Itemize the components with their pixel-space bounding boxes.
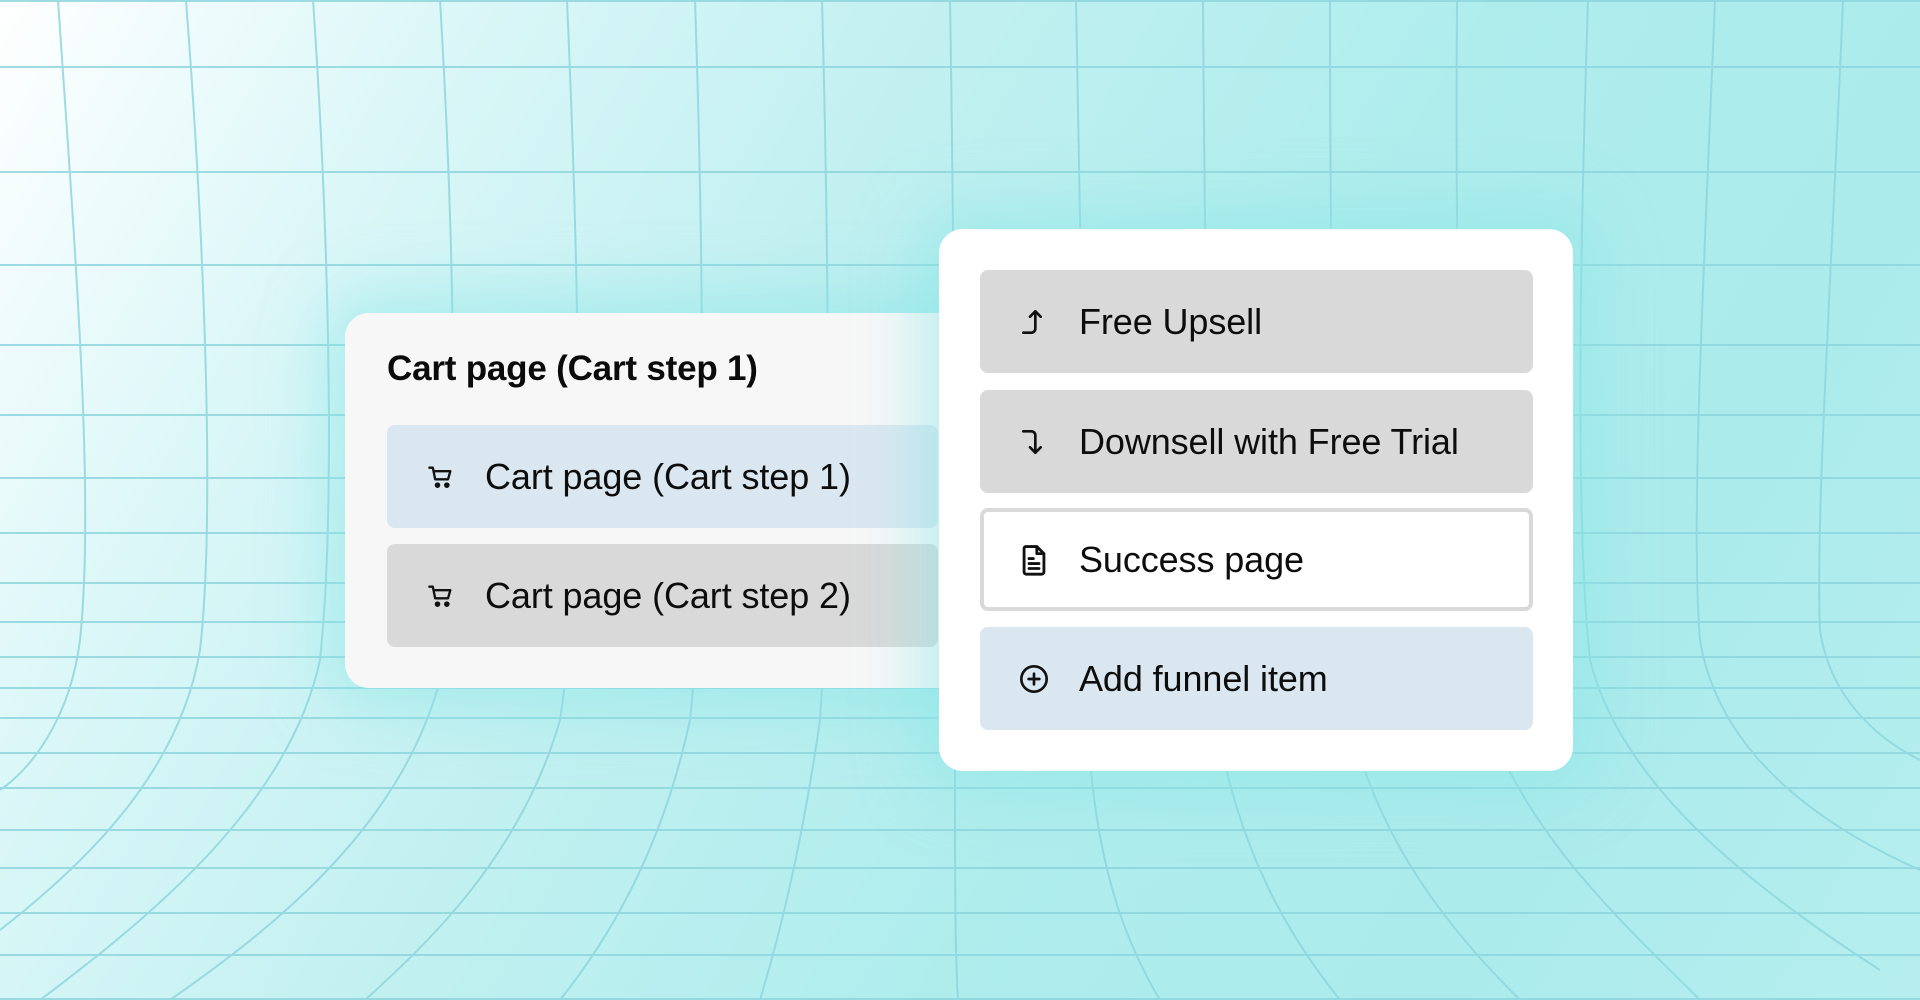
panel-title: Cart page (Cart step 1) (387, 349, 758, 388)
funnel-item-label: Cart page (Cart step 1) (485, 455, 851, 497)
shopping-cart-icon (423, 578, 459, 614)
add-funnel-item-button[interactable]: Add funnel item (980, 627, 1533, 730)
funnel-item-downsell-free-trial[interactable]: Downsell with Free Trial (980, 390, 1533, 493)
plus-circle-icon (1016, 661, 1052, 697)
funnel-item-label: Cart page (Cart step 2) (485, 574, 851, 616)
funnel-item-label: Free Upsell (1079, 300, 1262, 342)
funnel-item-cart-step-1[interactable]: Cart page (Cart step 1) (387, 425, 938, 528)
add-funnel-item-label: Add funnel item (1079, 657, 1328, 699)
document-icon (1016, 542, 1052, 578)
funnel-item-success-page[interactable]: Success page (980, 508, 1533, 611)
funnel-item-label: Success page (1079, 538, 1304, 580)
funnel-step-panel: Cart page (Cart step 1) Cart page (Cart … (345, 313, 985, 688)
upsell-arrow-up-icon (1016, 304, 1052, 340)
funnel-item-free-upsell[interactable]: Free Upsell (980, 270, 1533, 373)
shopping-cart-icon (423, 459, 459, 495)
funnel-item-cart-step-2[interactable]: Cart page (Cart step 2) (387, 544, 938, 647)
downsell-arrow-down-icon (1016, 424, 1052, 460)
funnel-item-label: Downsell with Free Trial (1079, 420, 1459, 462)
funnel-options-panel: Free Upsell Downsell with Free Trial Suc… (939, 229, 1573, 771)
